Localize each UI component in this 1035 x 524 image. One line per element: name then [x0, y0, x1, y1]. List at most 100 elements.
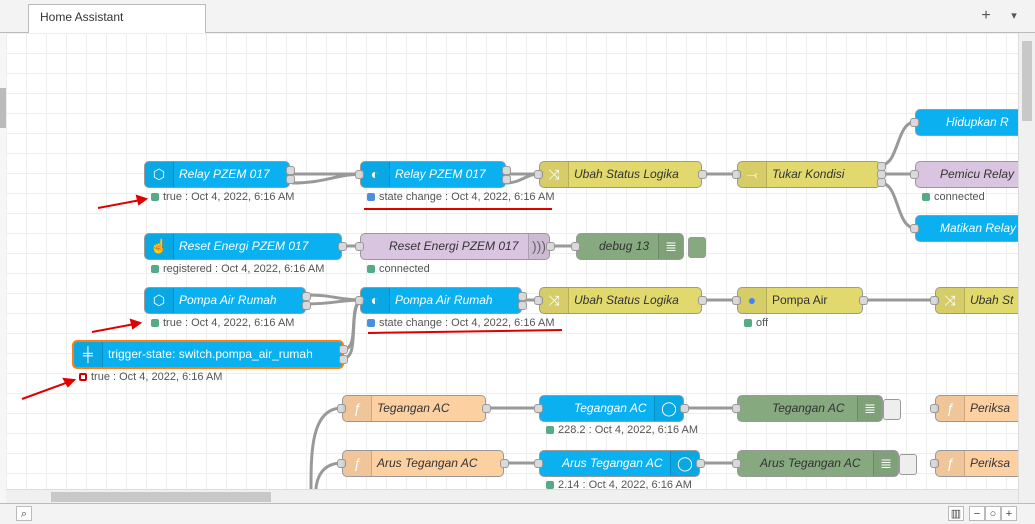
node-tegangan-entity[interactable]: Tegangan AC ◯: [534, 395, 689, 422]
palette-scroll-thumb[interactable]: [0, 88, 6, 128]
node-pompa-air-google[interactable]: ● Pompa Air: [732, 287, 868, 314]
output-port[interactable]: [339, 345, 348, 354]
trigger-icon: ╪: [74, 342, 103, 367]
output-port[interactable]: [698, 170, 707, 179]
node-ubah-status-2[interactable]: ⤨ Ubah Status Logika: [534, 287, 707, 314]
output-port[interactable]: [698, 296, 707, 305]
node-trigger-state[interactable]: ╪ trigger-state: switch.pompa_air_rumah: [72, 340, 348, 369]
input-port[interactable]: [910, 170, 919, 179]
node-tegangan-debug[interactable]: Tegangan AC ≣: [732, 395, 883, 422]
output-port[interactable]: [339, 355, 348, 364]
zoom-out-button[interactable]: −: [969, 506, 985, 521]
toggle-icon: ◐: [361, 162, 390, 187]
node-label: Arus Tegangan AC: [562, 456, 663, 470]
node-label: Hidupkan R: [946, 115, 1009, 129]
node-tegangan-function[interactable]: ƒ Tegangan AC: [337, 395, 491, 422]
vertical-scroll-thumb[interactable]: [1022, 41, 1032, 121]
horizontal-scrollbar[interactable]: [6, 489, 1018, 504]
node-label: Matikan Relay: [940, 221, 1017, 235]
input-port[interactable]: [930, 404, 939, 413]
node-label: Ubah Status Logika: [574, 293, 679, 307]
node-reset-energi-sensor[interactable]: Reset Energi PZEM 017 ))): [355, 233, 555, 260]
node-matikan-relay[interactable]: Matikan Relay: [910, 215, 1018, 242]
debug-toggle-button[interactable]: [899, 454, 917, 475]
node-periksa-2[interactable]: ƒ Periksa: [930, 450, 1018, 477]
toggle-icon: ◐: [361, 288, 390, 313]
input-port[interactable]: [534, 459, 543, 468]
output-port[interactable]: [302, 301, 311, 310]
output-port[interactable]: [518, 292, 527, 301]
list-icon: ≣: [857, 396, 882, 421]
plus-icon[interactable]: +: [981, 7, 991, 24]
input-port[interactable]: [732, 170, 741, 179]
annotation-layer: [21, 194, 563, 400]
google-assistant-icon: ●: [738, 288, 767, 313]
output-port[interactable]: [502, 175, 511, 184]
input-port[interactable]: [337, 404, 346, 413]
node-relay-pzem-state[interactable]: ◐ Relay PZEM 017: [355, 161, 511, 188]
footer-toolbar: ⌕ ▥ − ○ +: [0, 503, 1035, 524]
circle-icon: ◯: [670, 451, 699, 476]
wire: [309, 406, 343, 489]
zoom-in-button[interactable]: +: [1001, 506, 1017, 521]
input-port[interactable]: [732, 404, 741, 413]
input-port[interactable]: [534, 296, 543, 305]
tab-home-assistant[interactable]: Home Assistant: [28, 4, 206, 33]
node-label: Tegangan AC: [377, 401, 450, 415]
debug-toggle-button[interactable]: [688, 237, 706, 258]
search-icon[interactable]: ⌕: [16, 506, 32, 521]
node-label: Periksa: [970, 456, 1011, 470]
output-port[interactable]: [286, 166, 295, 175]
input-port[interactable]: [337, 459, 346, 468]
output-port[interactable]: [482, 404, 491, 413]
node-debug-13[interactable]: debug 13 ≣: [571, 233, 684, 260]
output-port[interactable]: [502, 166, 511, 175]
input-port[interactable]: [355, 242, 364, 251]
node-arus-function[interactable]: ƒ Arus Tegangan AC: [337, 450, 509, 477]
input-port[interactable]: [355, 296, 364, 305]
flow-workspace[interactable]: ⬡ Relay PZEM 017 true : Oct 4, 2022, 6:1…: [6, 33, 1018, 489]
output-port[interactable]: [518, 301, 527, 310]
output-port[interactable]: [500, 459, 509, 468]
node-hidupkan[interactable]: Hidupkan R: [910, 109, 1018, 136]
node-reset-energi-button[interactable]: ☝ Reset Energi PZEM 017: [144, 233, 347, 260]
map-icon[interactable]: ▥: [948, 506, 964, 521]
node-pemicu-relay[interactable]: Pemicu Relay: [910, 161, 1018, 188]
node-ubah-status-1[interactable]: ⤨ Ubah Status Logika: [534, 161, 707, 188]
output-port[interactable]: [696, 459, 705, 468]
input-port[interactable]: [930, 459, 939, 468]
node-periksa-1[interactable]: ƒ Periksa: [930, 395, 1018, 422]
output-port[interactable]: [302, 292, 311, 301]
node-pompa-event[interactable]: ⬡ Pompa Air Rumah: [144, 287, 311, 314]
node-ubah-st-3[interactable]: ⤨ Ubah St: [930, 287, 1018, 314]
output-port[interactable]: [859, 296, 868, 305]
input-port[interactable]: [930, 296, 939, 305]
status-reset-energi-button: registered : Oct 4, 2022, 6:16 AM: [151, 263, 324, 275]
input-port[interactable]: [534, 404, 543, 413]
input-port[interactable]: [732, 296, 741, 305]
horizontal-scroll-thumb[interactable]: [51, 492, 271, 502]
node-label: Tegangan AC: [772, 401, 845, 415]
node-label: trigger-state: switch.pompa_air_rumah: [108, 347, 313, 361]
zoom-reset-button[interactable]: ○: [985, 506, 1001, 521]
output-port[interactable]: [338, 242, 347, 251]
vertical-scrollbar[interactable]: [1018, 33, 1035, 503]
input-port[interactable]: [355, 170, 364, 179]
input-port[interactable]: [571, 242, 580, 251]
node-label: debug 13: [599, 239, 650, 253]
node-pompa-state[interactable]: ◐ Pompa Air Rumah: [355, 287, 527, 314]
input-port[interactable]: [534, 170, 543, 179]
output-port[interactable]: [286, 175, 295, 184]
debug-toggle-button[interactable]: [883, 399, 901, 420]
node-relay-pzem-event[interactable]: ⬡ Relay PZEM 017: [144, 161, 295, 188]
output-port[interactable]: [877, 178, 886, 187]
output-port[interactable]: [546, 242, 555, 251]
node-arus-debug[interactable]: Arus Tegangan AC ≣: [732, 450, 899, 477]
input-port[interactable]: [910, 118, 919, 127]
input-port[interactable]: [910, 224, 919, 233]
output-port[interactable]: [680, 404, 689, 413]
chevron-down-icon[interactable]: ▾: [1011, 10, 1017, 22]
node-arus-entity[interactable]: Arus Tegangan AC ◯: [534, 450, 705, 477]
input-port[interactable]: [732, 459, 741, 468]
node-tukar-kondisi[interactable]: ⤙ Tukar Kondisi: [732, 161, 886, 188]
